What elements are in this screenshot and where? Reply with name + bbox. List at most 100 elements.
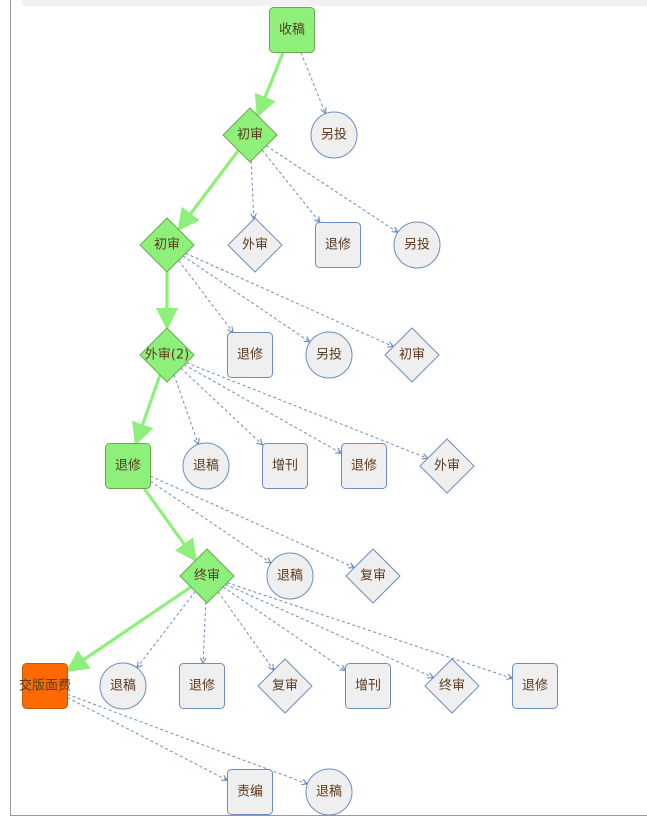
node-fee[interactable]: 交版面费 bbox=[19, 663, 71, 709]
rounded-rect-shape bbox=[179, 663, 225, 709]
branch-edge-n-fee-to-n-reject-opt-4 bbox=[67, 693, 308, 784]
circle-shape bbox=[182, 442, 230, 490]
node-transfer-3[interactable]: 另投 bbox=[305, 331, 353, 379]
diagram-frame bbox=[10, 0, 647, 816]
node-label: 外审 bbox=[434, 459, 460, 474]
node-transfer-1[interactable]: 另投 bbox=[310, 111, 358, 159]
node-revise-opt-1[interactable]: 退修 bbox=[315, 222, 361, 268]
branch-edge-n-receive-to-n-transfer-1 bbox=[300, 52, 325, 114]
node-reject-opt-1[interactable]: 退稿 bbox=[182, 442, 230, 490]
branch-edge-n-final-to-n-final-opt bbox=[225, 583, 434, 677]
node-reject-opt-2[interactable]: 退稿 bbox=[266, 552, 314, 600]
node-label: 初审 bbox=[154, 238, 180, 253]
node-external-2[interactable]: 外审(2) bbox=[139, 327, 195, 383]
node-label: 外审 bbox=[242, 238, 268, 253]
node-editor-opt[interactable]: 责编 bbox=[227, 769, 273, 815]
node-label: 退修 bbox=[522, 679, 548, 694]
diamond-shape bbox=[424, 658, 480, 714]
node-recheck-opt-1[interactable]: 复审 bbox=[345, 548, 401, 604]
branch-edge-n-revise-to-n-recheck-opt-1 bbox=[150, 475, 355, 568]
node-label: 增刊 bbox=[272, 459, 298, 474]
node-revise-opt-2[interactable]: 退修 bbox=[227, 332, 273, 378]
node-final-opt[interactable]: 终审 bbox=[424, 658, 480, 714]
diamond-shape bbox=[222, 107, 278, 163]
node-reject-opt-3[interactable]: 退稿 bbox=[99, 662, 147, 710]
node-label: 另投 bbox=[316, 347, 342, 363]
node-label: 退修 bbox=[189, 679, 215, 694]
node-label: 终审 bbox=[194, 568, 220, 584]
diamond-shape bbox=[257, 658, 313, 714]
node-label: 交版面费 bbox=[19, 678, 71, 694]
node-revise-opt-5[interactable]: 退修 bbox=[512, 663, 558, 709]
rounded-rect-shape bbox=[22, 663, 68, 709]
node-external-opt-1[interactable]: 外审 bbox=[227, 217, 283, 273]
node-revise[interactable]: 退修 bbox=[105, 443, 151, 489]
rounded-rect-shape bbox=[345, 663, 391, 709]
node-label: 退稿 bbox=[316, 784, 342, 800]
rounded-rect-shape bbox=[269, 7, 315, 53]
node-label: 增刊 bbox=[355, 679, 381, 694]
diamond-shape bbox=[419, 438, 475, 494]
branch-edge-n-external-2-to-n-reject-opt-1 bbox=[173, 374, 198, 444]
node-label: 另投 bbox=[321, 127, 347, 143]
node-label: 外审(2) bbox=[145, 348, 189, 363]
path-edge-n-initial-1-to-n-initial-2 bbox=[177, 149, 240, 232]
branch-edge-n-fee-to-n-editor-opt bbox=[67, 697, 228, 781]
top-bar bbox=[22, 0, 647, 6]
node-label: 初审 bbox=[237, 128, 263, 143]
branch-edge-n-initial-2-to-n-transfer-3 bbox=[182, 255, 310, 342]
node-label: 退修 bbox=[351, 459, 377, 474]
node-initial-1[interactable]: 初审 bbox=[222, 107, 278, 163]
branch-edge-n-final-to-n-recheck-opt-2 bbox=[217, 591, 274, 670]
node-label: 退修 bbox=[237, 348, 263, 363]
branch-edge-n-initial-1-to-n-external-opt-1 bbox=[251, 160, 254, 219]
path-edge-n-final-to-n-fee bbox=[65, 585, 192, 673]
circle-shape bbox=[266, 552, 314, 600]
branch-edge-n-external-2-to-n-external-opt-2 bbox=[186, 362, 427, 459]
rounded-rect-shape bbox=[262, 443, 308, 489]
path-edge-n-revise-to-n-final bbox=[142, 487, 198, 563]
node-receive[interactable]: 收稿 bbox=[269, 7, 315, 53]
rounded-rect-shape bbox=[512, 663, 558, 709]
node-label: 退稿 bbox=[110, 678, 136, 694]
node-label: 另投 bbox=[404, 237, 430, 253]
branch-edge-n-final-to-n-revise-opt-5 bbox=[227, 582, 512, 679]
node-initial-2[interactable]: 初审 bbox=[139, 217, 195, 273]
branch-edge-n-final-to-n-revise-opt-4 bbox=[203, 601, 206, 664]
circle-shape bbox=[393, 221, 441, 269]
rounded-rect-shape bbox=[227, 769, 273, 815]
circle-shape bbox=[99, 662, 147, 710]
diamond-shape bbox=[345, 548, 401, 604]
node-label: 复审 bbox=[360, 569, 386, 584]
node-external-opt-2[interactable]: 外审 bbox=[419, 438, 475, 494]
circle-shape bbox=[305, 768, 353, 816]
branch-edge-n-initial-1-to-n-transfer-2 bbox=[266, 145, 398, 233]
node-initial-opt[interactable]: 初审 bbox=[384, 327, 440, 383]
diamond-shape bbox=[139, 327, 195, 383]
branch-edge-n-revise-to-n-reject-opt-2 bbox=[150, 480, 271, 563]
diamond-shape bbox=[179, 548, 235, 604]
node-final[interactable]: 终审 bbox=[179, 548, 235, 604]
node-special-opt-1[interactable]: 增刊 bbox=[262, 443, 308, 489]
node-label: 责编 bbox=[237, 785, 263, 800]
node-label: 初审 bbox=[399, 348, 425, 363]
node-special-opt-2[interactable]: 增刊 bbox=[345, 663, 391, 709]
node-revise-opt-3[interactable]: 退修 bbox=[341, 443, 387, 489]
node-transfer-2[interactable]: 另投 bbox=[393, 221, 441, 269]
node-label: 收稿 bbox=[279, 22, 305, 38]
branch-edge-n-initial-2-to-n-revise-opt-2 bbox=[178, 260, 233, 332]
circle-shape bbox=[310, 111, 358, 159]
node-revise-opt-4[interactable]: 退修 bbox=[179, 663, 225, 709]
node-label: 退稿 bbox=[277, 568, 303, 584]
node-reject-opt-4[interactable]: 退稿 bbox=[305, 768, 353, 816]
node-label: 退修 bbox=[325, 238, 351, 253]
node-label: 复审 bbox=[272, 679, 298, 694]
node-recheck-opt-2[interactable]: 复审 bbox=[257, 658, 313, 714]
rounded-rect-shape bbox=[315, 222, 361, 268]
rounded-rect-shape bbox=[341, 443, 387, 489]
path-edge-n-external-2-to-n-revise bbox=[132, 374, 162, 446]
rounded-rect-shape bbox=[105, 443, 151, 489]
branch-edge-n-external-2-to-n-revise-opt-3 bbox=[184, 364, 341, 454]
diamond-shape bbox=[227, 217, 283, 273]
